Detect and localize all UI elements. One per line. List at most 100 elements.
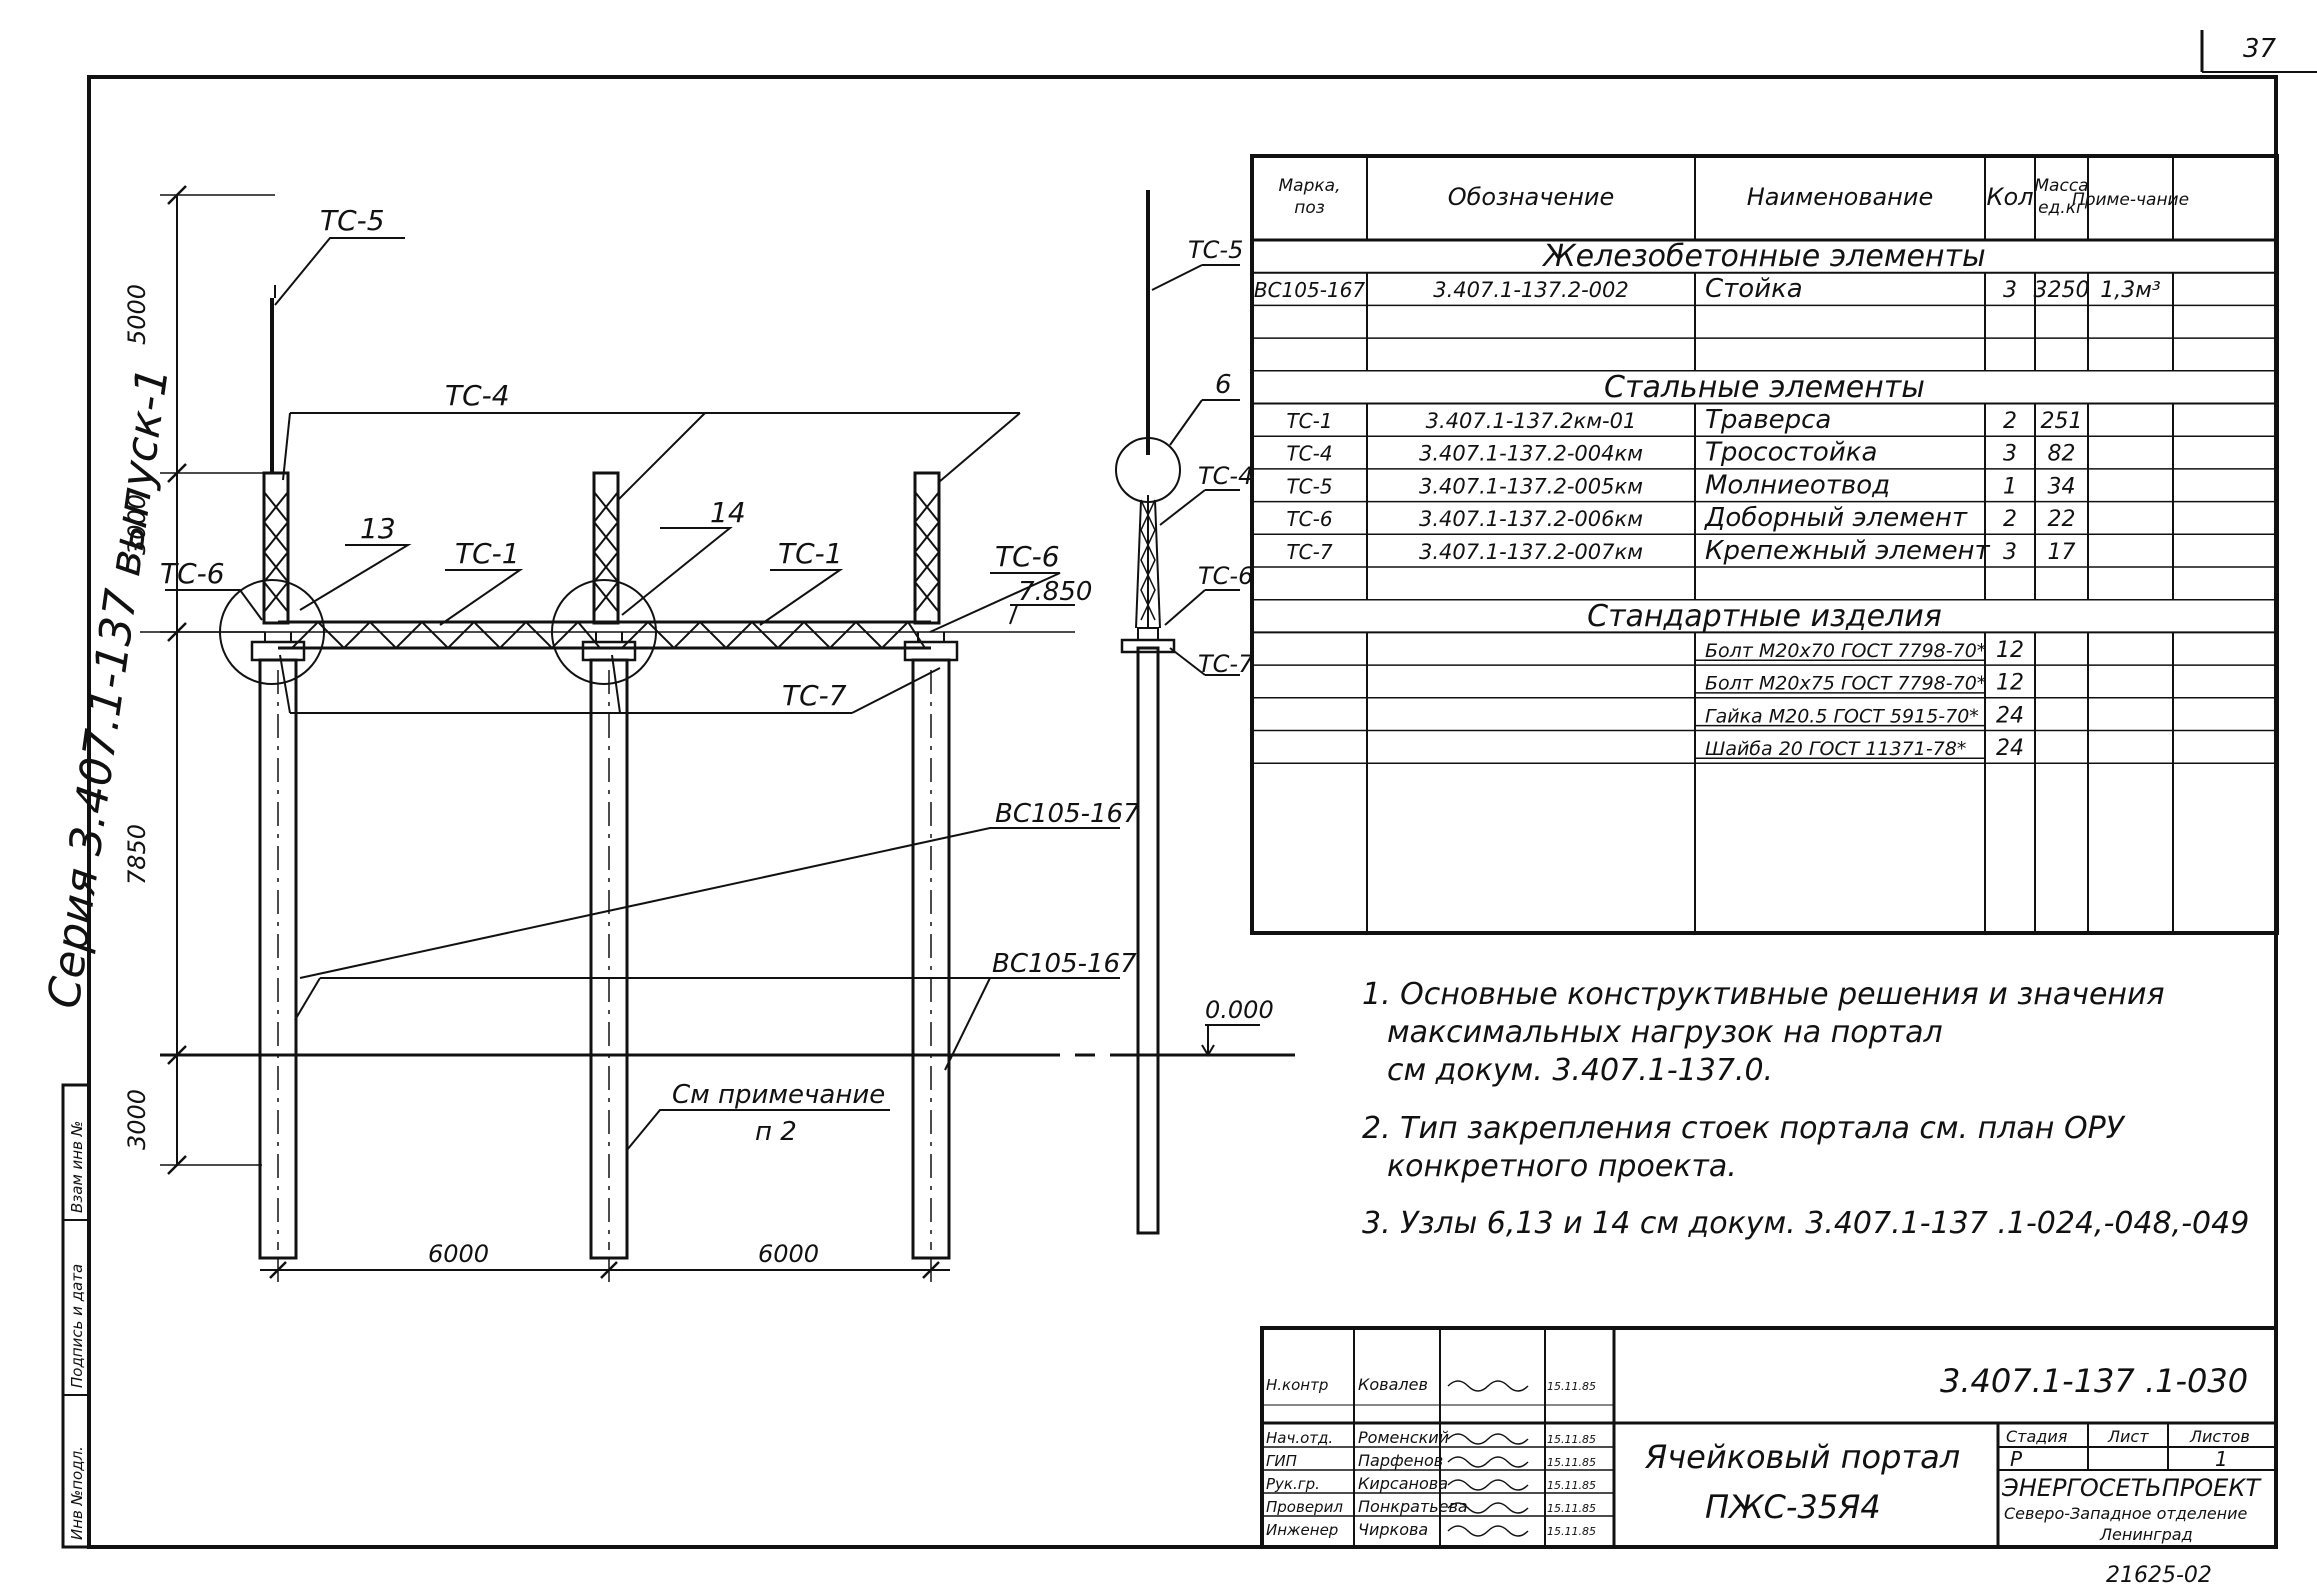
notes: 1. Основные конструктивные решения и зна…: [1362, 977, 2249, 1241]
label-node-14: 14: [710, 496, 746, 529]
section-title-0: Железобетонные элементы: [1541, 239, 1985, 274]
table-cell-2-2-2: Гайка М20.5 ГОСТ 5915-70*: [1705, 705, 1979, 727]
page-number: 37: [2243, 34, 2277, 64]
sheets-header: Листов: [2189, 1427, 2250, 1446]
table-cell-1-3-1: 3.407.1-137.2-006км: [1419, 507, 1643, 531]
stamp-signature-date: Подпись и дата: [68, 1264, 86, 1388]
table-cell-0-0-1: 3.407.1-137.2-002: [1433, 278, 1629, 302]
table-cell-1-4-1: 3.407.1-137.2-007км: [1419, 540, 1643, 564]
table-cell-1-4-2: Крепежный элемент: [1705, 536, 1991, 566]
label-tc1-left: ТС-1: [455, 537, 520, 570]
note-ref-1: См примечание: [672, 1080, 885, 1110]
note-ref-2: п 2: [755, 1117, 797, 1147]
table-cell-1-0-3: 2: [2003, 409, 2017, 434]
title-block: [1260, 1326, 2278, 1549]
sig-role-0: Н.контр: [1266, 1376, 1328, 1394]
signature-scribble: [1447, 1502, 1529, 1514]
label-tc7: ТС-7: [782, 679, 847, 712]
table-cell-0-0-0: ВС105-167: [1254, 278, 1366, 302]
table-cell-1-3-2: Доборный элемент: [1704, 503, 1968, 533]
sig-role-3: Рук.гр.: [1266, 1475, 1320, 1493]
signature-scribble: [1447, 1456, 1529, 1468]
side-label-6: 6: [1215, 370, 1232, 400]
stamp-vzam-inv: Взам инв №: [68, 1121, 86, 1213]
sig-name-1: Роменский: [1358, 1428, 1449, 1447]
note-line-4: конкретного проекта.: [1387, 1149, 1737, 1184]
spec-table: [1250, 154, 2279, 935]
title-line-1: Ячейковый портал: [1644, 1438, 1960, 1476]
table-cell-1-0-2: Траверса: [1705, 405, 1831, 435]
table-cell-2-1-2: Болт М20х75 ГОСТ 7798-70*: [1705, 673, 1986, 695]
label-bc-upper: ВС105-167: [995, 799, 1140, 829]
elevation-top: 7.850: [1018, 577, 1092, 607]
side-label-tc4: ТС-4: [1198, 462, 1253, 490]
label-tc6-left: ТС-6: [160, 557, 225, 590]
table-cell-1-4-0: ТС-7: [1286, 540, 1332, 564]
table-cell-1-4-3: 3: [2003, 540, 2017, 565]
stage-value: Р: [2010, 1447, 2023, 1471]
table-cell-2-0-3: 12: [1996, 638, 2024, 663]
sig-name-3: Кирсанова: [1358, 1474, 1448, 1493]
stage-header: Стадия: [2006, 1427, 2068, 1446]
dim-3000: 3000: [123, 494, 151, 555]
note-line-0: 1. Основные конструктивные решения и зна…: [1362, 977, 2165, 1012]
sig-date-2: 15.11.85: [1547, 1456, 1596, 1469]
section-title-2: Стандартные изделия: [1587, 599, 1942, 634]
dim-span-2: 6000: [758, 1240, 819, 1268]
sig-role-4: Проверил: [1266, 1498, 1343, 1516]
table-cell-2-2-3: 24: [1996, 703, 2024, 728]
table-header-1: Обозначение: [1448, 183, 1615, 211]
sig-name-2: Парфенов: [1358, 1451, 1443, 1470]
table-cell-2-3-2: Шайба 20 ГОСТ 11371-78*: [1705, 738, 1966, 760]
table-cell-2-0-2: Болт М20х70 ГОСТ 7798-70*: [1705, 640, 1986, 662]
archive-number: 21625-02: [2106, 1563, 2212, 1588]
table-cell-1-1-2: Тросостойка: [1705, 438, 1877, 468]
sig-date-4: 15.11.85: [1547, 1502, 1596, 1515]
label-bc-lower: ВС105-167: [992, 949, 1137, 979]
table-cell-1-1-3: 3: [2003, 442, 2017, 467]
title-line-2: ПЖС-35Я4: [1705, 1488, 1881, 1526]
dim-3000-lower: 3000: [123, 1089, 151, 1150]
signature-scribble: [1447, 1525, 1529, 1537]
table-cell-1-1-1: 3.407.1-137.2-004км: [1419, 442, 1643, 466]
sig-date-1: 15.11.85: [1547, 1433, 1596, 1446]
table-cell-1-3-4: 22: [2048, 507, 2076, 532]
table-cell-1-0-0: ТС-1: [1286, 409, 1332, 433]
table-header-3: Кол: [1986, 183, 2033, 211]
table-cell-2-3-3: 24: [1996, 736, 2024, 761]
note-line-1: максимальных нагрузок на портал: [1387, 1015, 1943, 1050]
portal-front-view: [140, 185, 1295, 1282]
sheets-total: 1: [2215, 1447, 2228, 1471]
sig-role-2: ГИП: [1266, 1452, 1297, 1470]
sig-role-1: Нач.отд.: [1266, 1429, 1333, 1447]
dim-7850: 7850: [123, 824, 151, 885]
table-cell-1-3-0: ТС-6: [1286, 507, 1332, 531]
sig-name-4: Понкратьева: [1358, 1497, 1468, 1516]
sig-name-0: Ковалев: [1358, 1375, 1428, 1394]
table-cell-1-4-4: 17: [2048, 540, 2076, 565]
table-cell-1-2-0: ТС-5: [1286, 474, 1332, 498]
sig-date-0: 15.11.85: [1547, 1380, 1596, 1393]
elevation-zero: 0.000: [1205, 996, 1274, 1024]
org-sub-2: Ленинград: [2099, 1525, 2193, 1544]
signature-scribble: [1447, 1433, 1529, 1445]
table-cell-0-0-3: 3: [2003, 278, 2017, 303]
table-cell-0-0-2: Стойка: [1705, 274, 1803, 304]
note-line-5: 3. Узлы 6,13 и 14 см докум. 3.407.1-137 …: [1362, 1206, 2249, 1241]
portal-side-view: [1115, 190, 1260, 1235]
org-sub-1: Северо-Западное отделение: [2004, 1504, 2248, 1523]
sig-name-5: Чиркова: [1358, 1520, 1428, 1539]
table-cell-1-2-2: Молниеотвод: [1705, 470, 1890, 500]
table-cell-1-0-1: 3.407.1-137.2км-01: [1426, 409, 1637, 433]
label-tc1-right: ТС-1: [778, 537, 843, 570]
table-cell-1-1-4: 82: [2048, 442, 2076, 467]
sheet-header: Лист: [2107, 1427, 2149, 1446]
table-cell-2-1-3: 12: [1996, 671, 2024, 696]
org-name: ЭНЕРГОСЕТЬПРОЕКТ: [2001, 1474, 2262, 1502]
dim-5000: 5000: [123, 284, 151, 345]
table-cell-1-3-3: 2: [2003, 507, 2017, 532]
sig-date-5: 15.11.85: [1547, 1525, 1596, 1538]
label-tc5: ТС-5: [320, 204, 385, 237]
